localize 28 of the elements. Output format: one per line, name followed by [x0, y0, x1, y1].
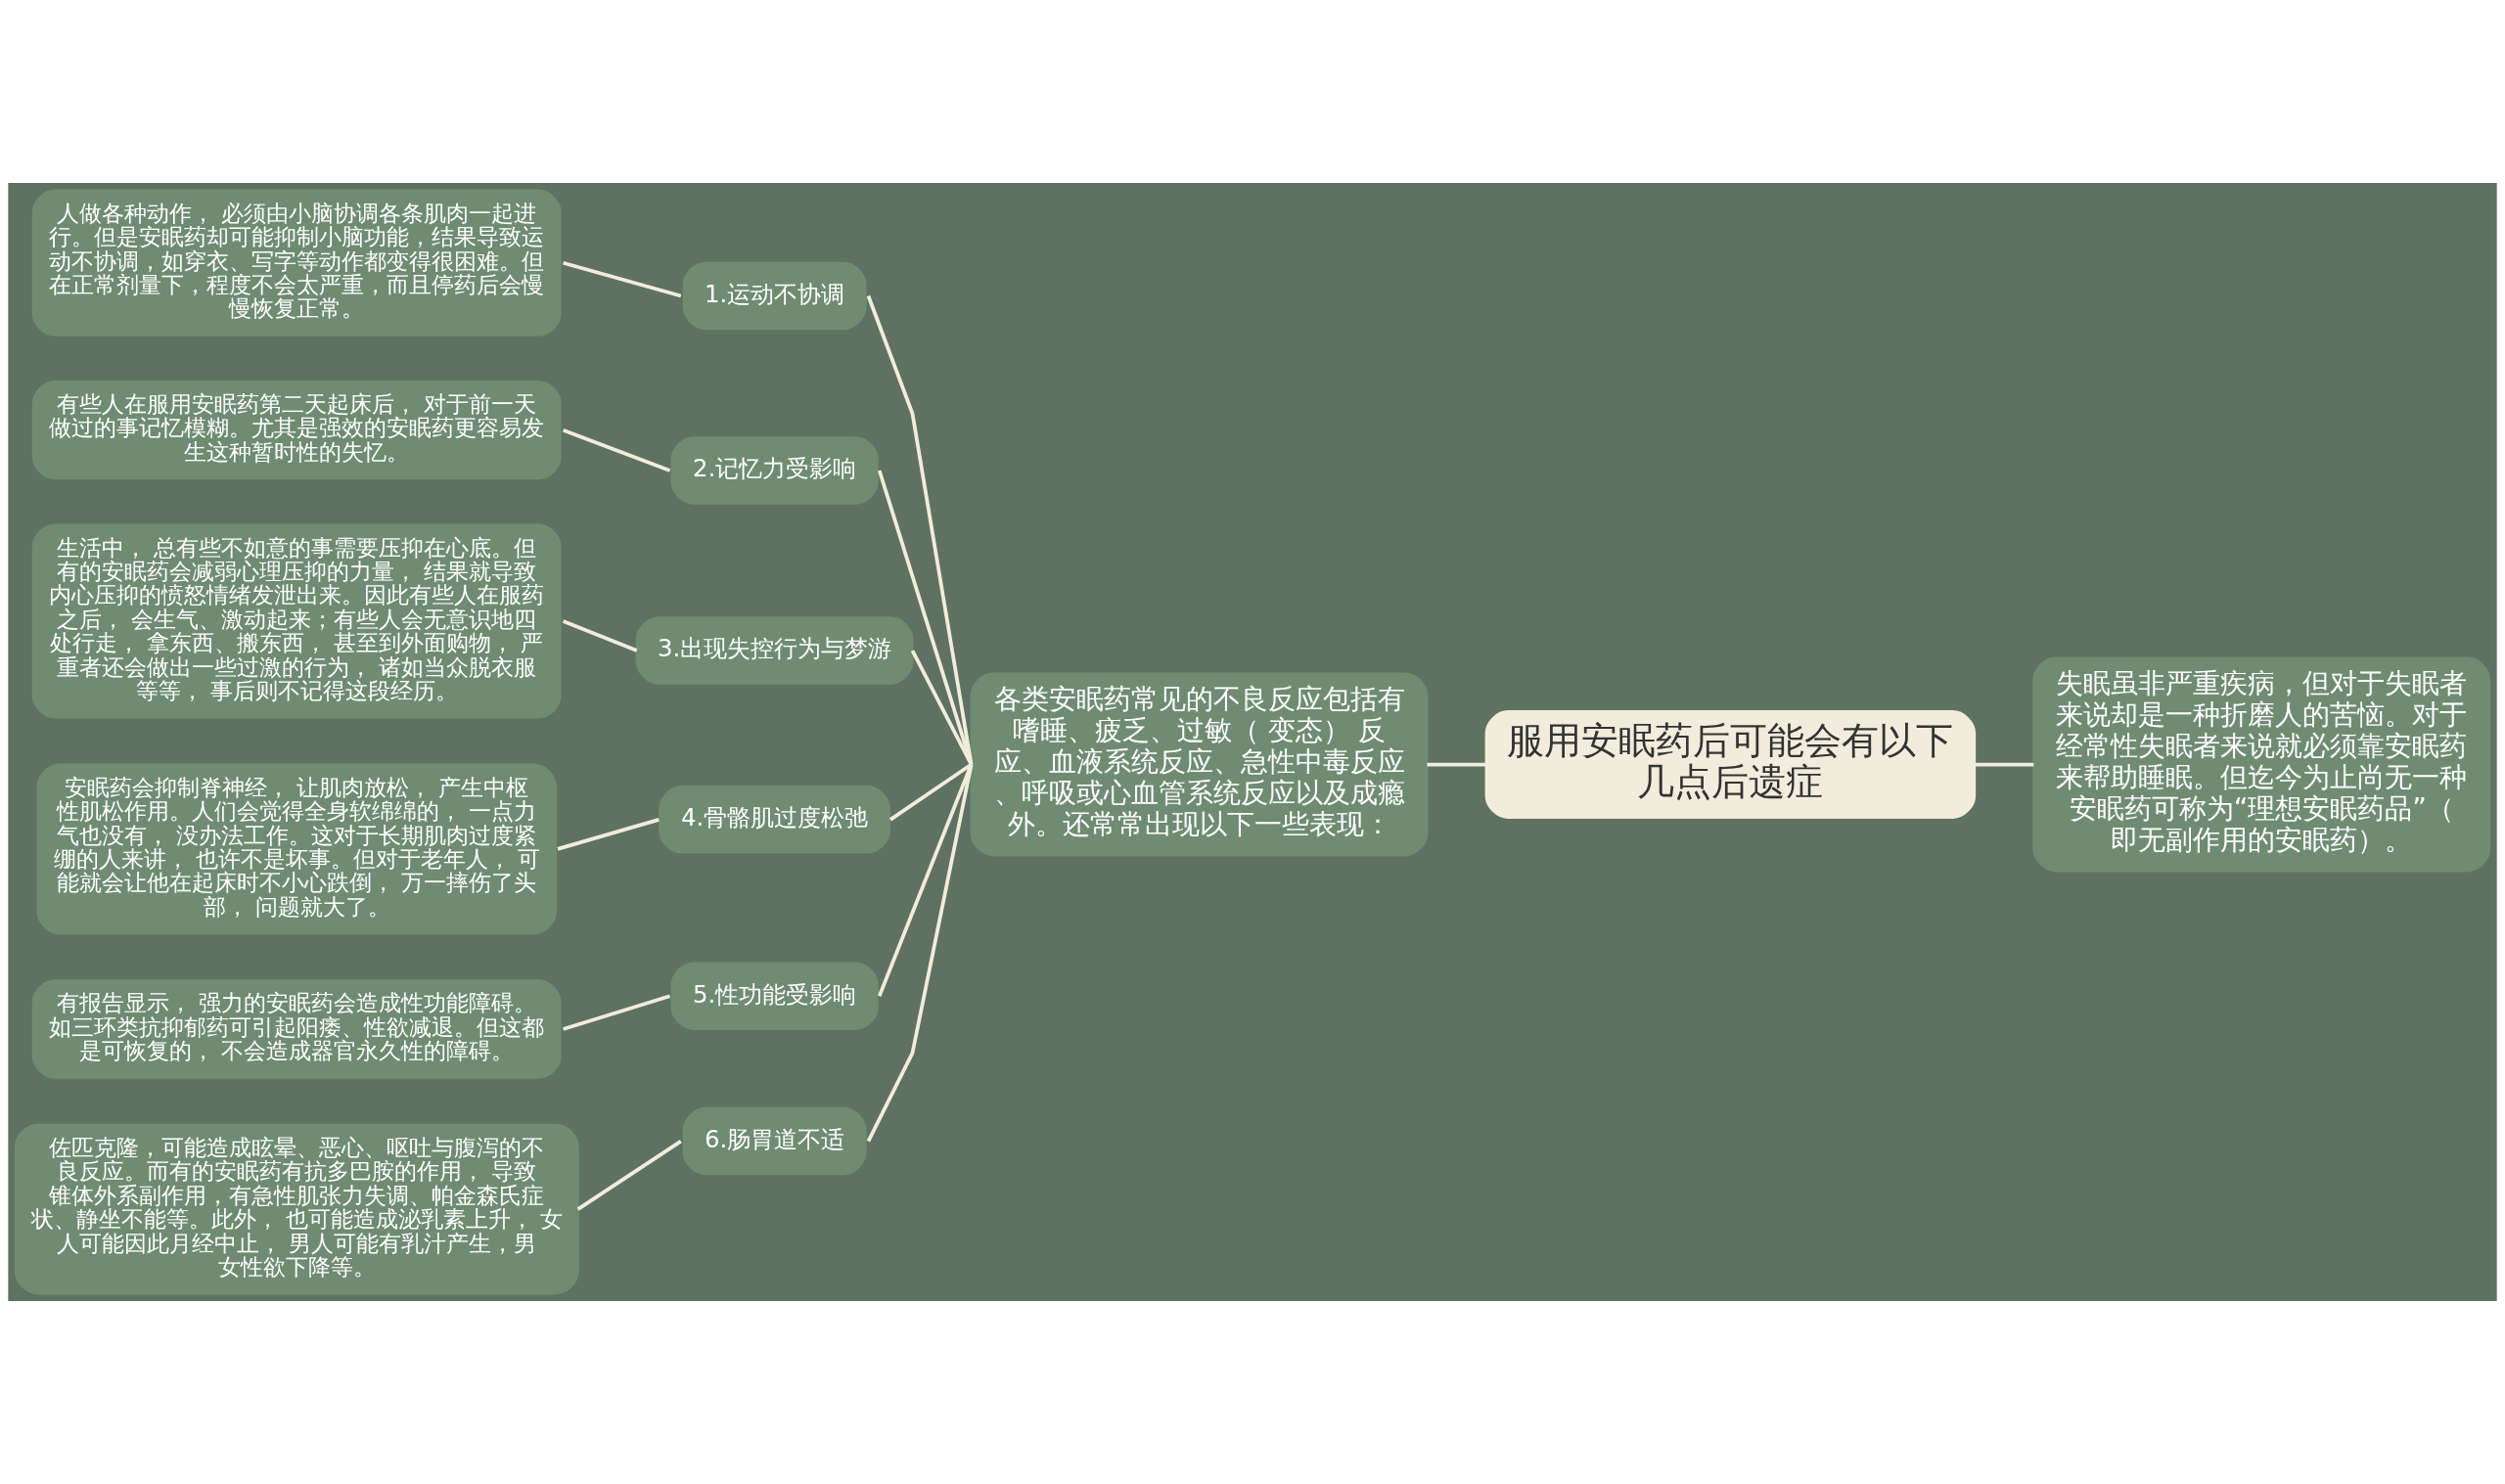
- node-box: 服用安眠药后可能会有以下几点后遗症: [1484, 710, 1977, 819]
- node-box: 4.骨骼肌过度松弛: [659, 786, 890, 854]
- node-box: 失眠虽非严重疾病，但对于失眠者来说却是一种折磨人的苦恼。对于经常性失眠者来说就必须靠安眠药来帮助睡眠。但迄今为止尚无一种安眠药可称为“理想安眠药品”（即无副作用的安眠药）。: [2032, 656, 2491, 873]
- connector: [877, 470, 974, 766]
- connector: [1975, 762, 2034, 767]
- connector: [563, 260, 682, 298]
- connector: [563, 994, 671, 1031]
- node-box: 生活中， 总有些不如意的事需要压抑在心底。但有的安眠药会减弱心理压抑的力量， 结果就导致内心压抑的愤怒情绪发泄出来。因此有些人在服药之后， 会生气、激动起来；有些人会无意识地四处行走， 拿东西、搬东西， 甚至到外面购物， 严重者还会做出一些过激的行为， 诸如当众脱衣服等等， 事后则不记得这段经历。: [31, 523, 562, 719]
- connector: [576, 1140, 682, 1211]
- connector: [1427, 762, 1486, 767]
- connector: [877, 763, 974, 997]
- node-box: 6.肠胃道不适: [682, 1106, 867, 1176]
- connector: [866, 764, 974, 1143]
- node-box: 3.出现失控行为与梦游: [635, 616, 914, 685]
- connector: [866, 294, 974, 765]
- node-box: 有些人在服用安眠药第二天起床后， 对于前一天做过的事记忆模糊。尤其是强效的安眠药更容易发生这种暂时性的失忆。: [31, 380, 562, 480]
- connector: [888, 762, 973, 822]
- node-box: 人做各种动作， 必须由小脑协调各条肌肉一起进行。但是安眠药却可能抑制小脑功能，结果导致运动不协调，如穿衣、写字等动作都变得很困难。但在正常剂量下，程度不会太严重，而且停药后会慢慢恢复正常。: [31, 189, 562, 337]
- node-box: 1.运动不协调: [682, 261, 867, 331]
- connector: [562, 427, 671, 472]
- node-box: 佐匹克隆，可能造成眩晕、恶心、呕吐与腹泻的不良反应。而有的安眠药有抗多巴胺的作用， 导致锥体外系副作用，有急性肌张力失调、帕金森氏症状、静坐不能等。此外， 也可能造成泌乳素上升， 女人可能因此月经中止， 男人可能有乳汁产生，男女性欲下降等。: [14, 1123, 579, 1295]
- node-box: 2.记忆力受影响: [670, 436, 879, 505]
- connector: [557, 818, 660, 851]
- connector: [562, 619, 638, 652]
- node-box: 有报告显示， 强力的安眠药会造成性功能障碍。如三环类抗抑郁药可引起阳痿、性欲减退。但这都是可恢复的， 不会造成器官永久性的障碍。: [31, 979, 562, 1079]
- node-box: 5.性功能受影响: [670, 962, 879, 1030]
- node-box: 各类安眠药常见的不良反应包括有嗜睡、疲乏、过敏（ 变态） 反应、血液系统反应、急性中毒反应、呼吸或心血管系统反应以及成瘾外。还常常出现以下一些表现：: [970, 672, 1429, 857]
- node-box: 安眠药会抑制脊神经， 让肌肉放松， 产生中枢性肌松作用。人们会觉得全身软绵绵的， 一点力气也没有， 没办法工作。这对于长期肌肉过度紧绷的人来讲， 也许不是坏事。但对于老年人， 可能就会让他在起床时不小心跌倒， 万一摔伤了头部， 问题就大了。: [36, 763, 558, 935]
